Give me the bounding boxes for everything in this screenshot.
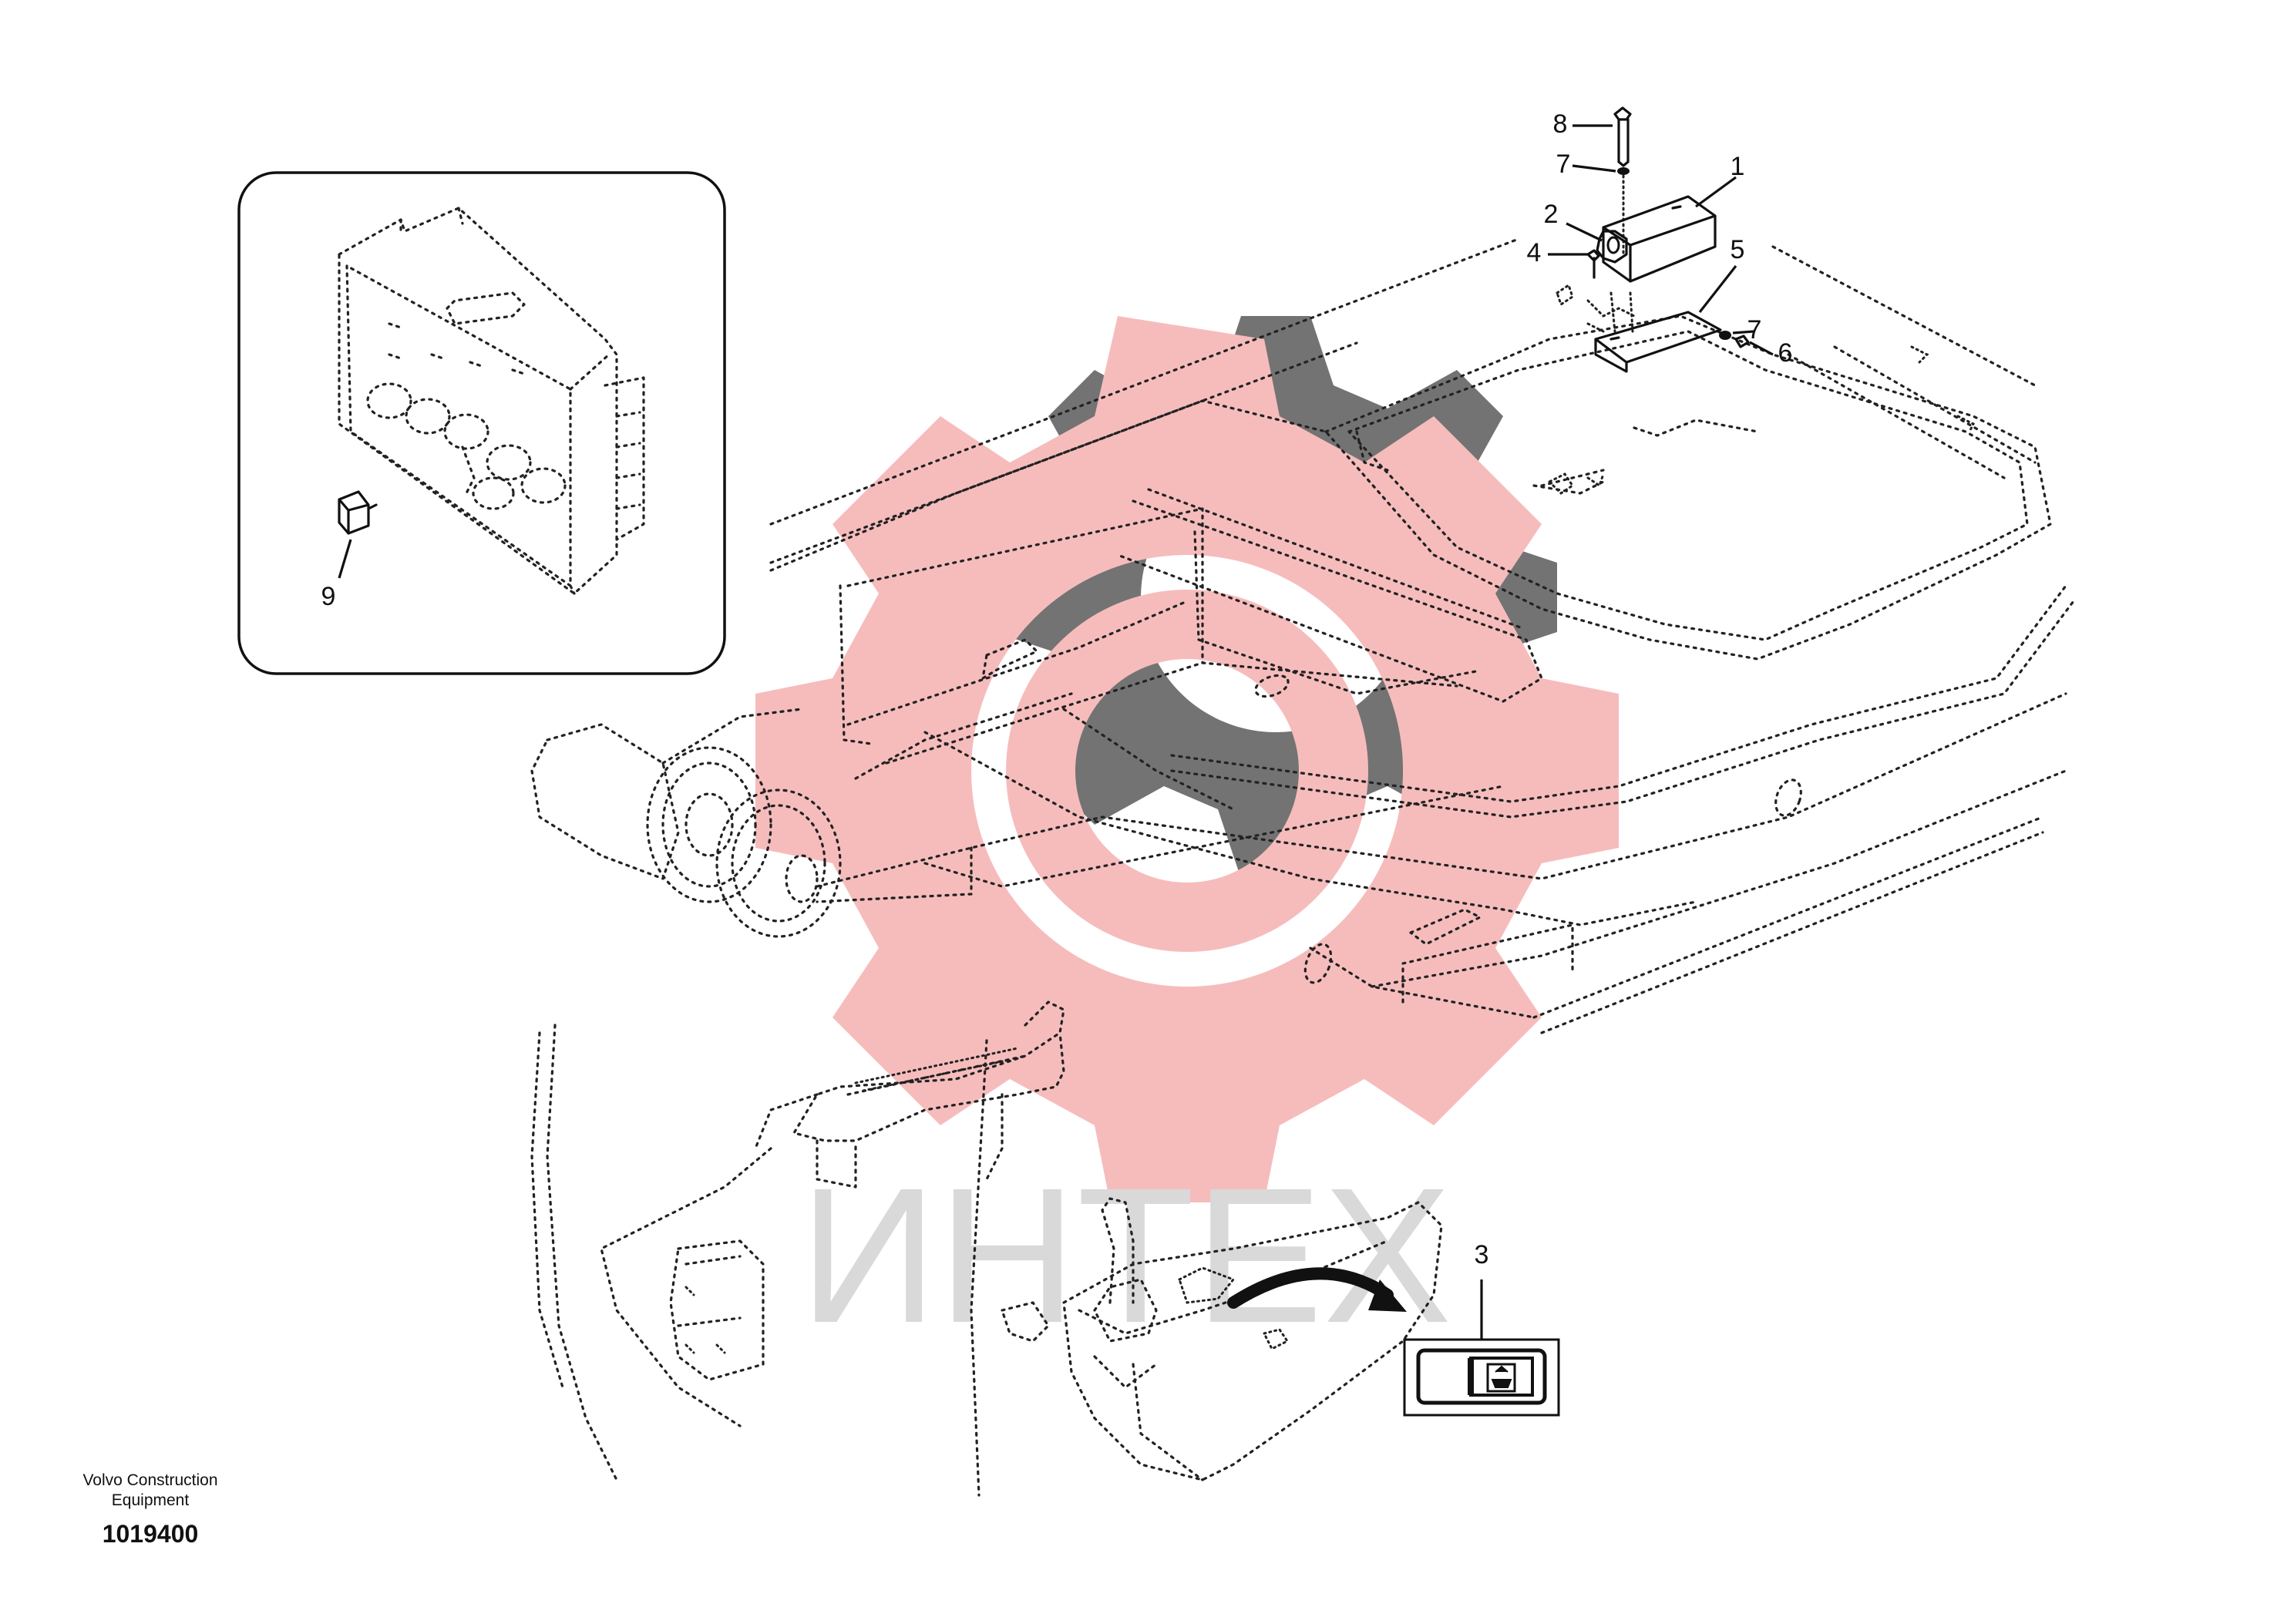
switch-bezel: [1416, 1348, 1547, 1405]
callout-3: 3: [1475, 1240, 1489, 1269]
watermark-text: ИНТЕХ: [799, 1148, 1451, 1363]
callout-7-top: 7: [1556, 150, 1571, 179]
callout-4: 4: [1527, 238, 1542, 267]
switch-detail: [1403, 1279, 1560, 1417]
pedal-area: [530, 1000, 1443, 1497]
callout-1: 1: [1731, 152, 1745, 181]
component-assembly: [1586, 106, 1750, 373]
detail-inset: [237, 171, 726, 675]
company-caption: Volvo Construction Equipment: [31, 1471, 270, 1511]
inset-frame: [237, 171, 726, 675]
callout-7-lower: 7: [1747, 315, 1762, 345]
curved-arrow: [1227, 1267, 1394, 1309]
drawing-number: 1019400: [102, 1520, 199, 1548]
callout-2: 2: [1544, 200, 1559, 229]
leader-lines: [1548, 124, 1774, 356]
callout-labels: 1 2 3 4 5 6 7 7 8 9: [321, 109, 1793, 1269]
company-line-2: Equipment: [111, 1491, 190, 1509]
company-line-1: Volvo Construction: [82, 1471, 218, 1489]
callout-9: 9: [321, 582, 336, 611]
callout-6: 6: [1778, 338, 1793, 368]
switch-symbol-icon: [1486, 1363, 1516, 1393]
pivot-wheels: [530, 708, 842, 938]
callout-8: 8: [1553, 109, 1568, 139]
callout-5: 5: [1731, 235, 1745, 264]
arrow-head-icon: [1368, 1279, 1407, 1312]
gear-ring: [1006, 590, 1368, 952]
machine-frame: [769, 237, 2075, 1034]
